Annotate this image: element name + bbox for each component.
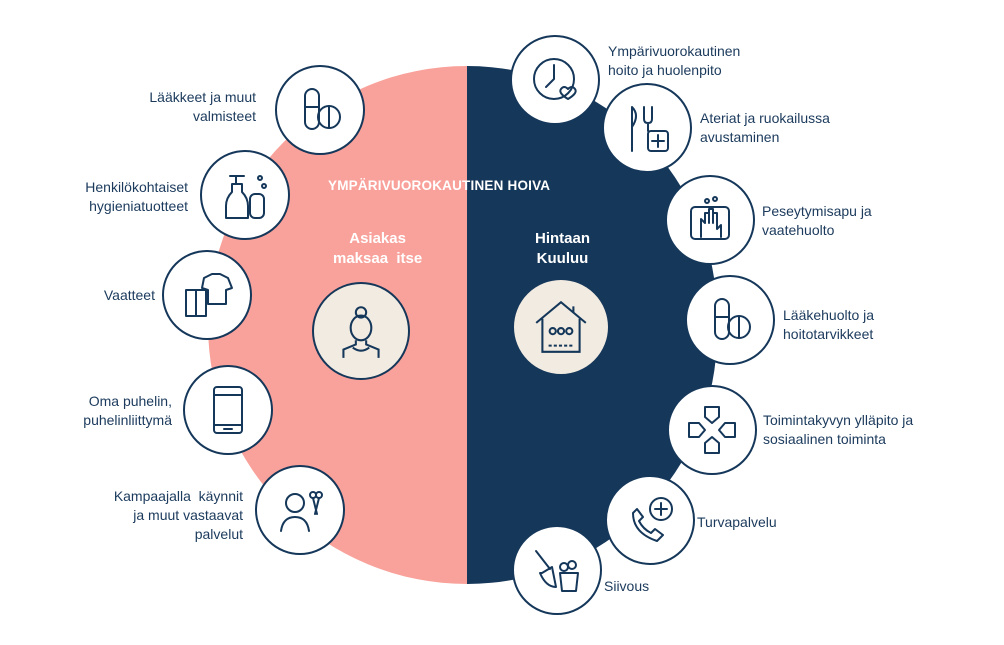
helping-hands-icon [667, 385, 757, 475]
label-meals: Ateriat ja ruokailussa avustaminen [700, 110, 830, 145]
label-hairdresser: Kampaajalla käynnit ja muut vastaavat pa… [113, 488, 243, 542]
left-heading: Asiakas maksaa itse [333, 230, 423, 267]
label-hygiene: Henkilökohtaiset hygieniatuotteet [85, 179, 188, 214]
label-medication: Lääkehuolto ja hoitotarvikkeet [783, 307, 875, 342]
label-medicines: Lääkkeet ja muut valmisteet [149, 89, 256, 124]
emergency-phone-icon [605, 475, 695, 565]
diagram-title: YMPÄRIVUOROKAUTINEN HOIVA [328, 178, 551, 193]
clock-heart-icon [510, 35, 600, 125]
label-washing: Peseytymisapu ja vaatehuolto [762, 203, 872, 238]
label-safety-service: Turvapalvelu [697, 514, 777, 530]
hairdresser-icon [255, 465, 345, 555]
label-cleaning: Siivous [604, 578, 650, 594]
cutlery-icon [602, 83, 692, 173]
washing-hands-icon [665, 175, 755, 265]
soap-bottles-icon [200, 150, 290, 240]
care-home-icon [512, 278, 610, 376]
right-heading: Hintaan Kuuluu [535, 230, 591, 267]
phone-icon [183, 365, 273, 455]
label-clothes: Vaatteet [103, 287, 155, 303]
elderly-woman-icon [312, 282, 410, 380]
clothes-icon [162, 250, 252, 340]
label-phone: Oma puhelin, puhelinliittymä [83, 393, 172, 428]
label-functional-ability: Toimintakyvyn ylläpito ja sosiaalinen to… [763, 412, 914, 447]
label-round-the-clock-care: Ympärivuorokautinen hoito ja huolenpito [608, 43, 741, 78]
pills-icon [275, 65, 365, 155]
cleaning-icon [512, 525, 602, 615]
medicine-icon [685, 275, 775, 365]
